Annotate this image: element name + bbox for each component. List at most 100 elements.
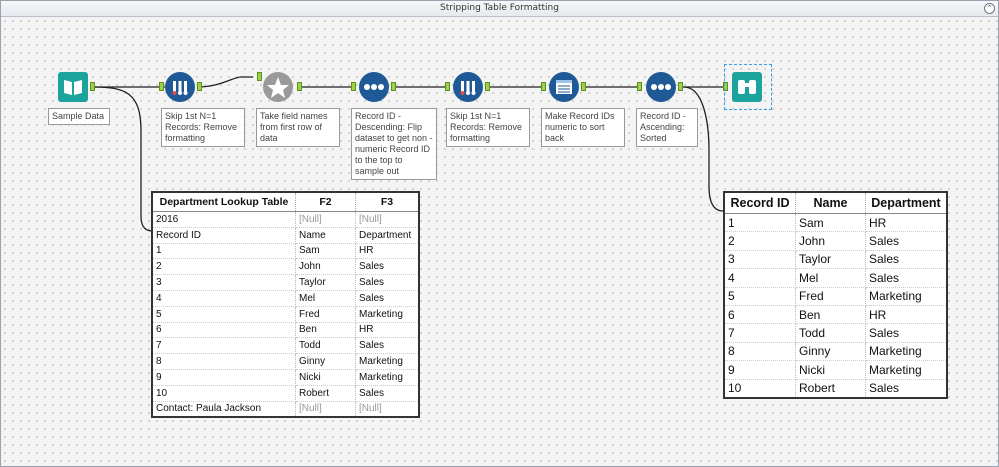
table-cell: Fred	[295, 306, 356, 323]
output-anchor[interactable]	[485, 82, 490, 91]
column-header: F2	[295, 192, 356, 212]
table-cell: Todd	[295, 337, 356, 355]
output-anchor[interactable]	[297, 82, 302, 91]
table-cell: 3	[724, 250, 796, 270]
column-header: F3	[355, 192, 420, 212]
table-cell: Sales	[355, 258, 420, 276]
table-cell: 9	[152, 369, 296, 386]
dynamic-rename-icon[interactable]	[263, 72, 293, 102]
table-cell: [Null]	[355, 211, 420, 228]
table-cell: 2016	[152, 211, 296, 228]
browse-tool-icon[interactable]	[732, 72, 762, 102]
table-cell: Sales	[355, 385, 420, 402]
input-anchor[interactable]	[257, 72, 262, 81]
sample-data-input-icon[interactable]	[58, 72, 88, 102]
table-cell: Sales	[865, 323, 948, 343]
collapse-icon[interactable]: ⌃	[984, 3, 995, 14]
table-cell: 10	[724, 379, 796, 399]
table-cell: Nicki	[295, 369, 356, 386]
table-cell: [Null]	[295, 401, 356, 418]
table-cell: 6	[724, 305, 796, 325]
table-cell: Sam	[795, 213, 866, 233]
column-header: Department	[865, 192, 948, 214]
table-cell: [Null]	[355, 401, 420, 418]
output-anchor[interactable]	[90, 82, 95, 91]
table-cell: Sam	[295, 243, 356, 260]
table-cell: Sales	[865, 231, 948, 251]
tool-annotation: Record ID - Ascending: Sorted	[636, 108, 698, 147]
table-cell: Marketing	[865, 360, 948, 380]
table-cell: 9	[724, 360, 796, 380]
table-cell: 2	[152, 258, 296, 276]
input-anchor[interactable]	[541, 82, 546, 91]
table-cell: Sales	[355, 274, 420, 291]
tool-annotation: Record ID - Descending: Flip dataset to …	[351, 108, 437, 180]
table-cell: 1	[724, 213, 796, 233]
table-cell: 7	[724, 323, 796, 343]
table-cell: Department	[355, 227, 420, 244]
table-cell: 1	[152, 243, 296, 260]
input-anchor[interactable]	[159, 82, 164, 91]
table-cell: Sales	[355, 337, 420, 355]
tool-annotation: Make Record IDs numeric to sort back	[541, 108, 625, 147]
table-cell: Taylor	[795, 250, 866, 270]
container-title-bar[interactable]: Stripping Table Formatting ⌃	[1, 1, 998, 17]
table-cell: HR	[865, 213, 948, 233]
table-cell: 5	[152, 306, 296, 323]
table-cell: Ben	[795, 305, 866, 325]
input-anchor[interactable]	[445, 82, 450, 91]
table-cell: 2	[724, 231, 796, 251]
table-cell: 10	[152, 385, 296, 402]
table-cell: 5	[724, 287, 796, 306]
sample-tool-icon[interactable]	[165, 72, 195, 102]
table-cell: HR	[865, 305, 948, 325]
table-cell: Marketing	[355, 306, 420, 323]
table-cell: Sales	[865, 250, 948, 270]
table-row: Contact: Paula Jackson[Null][Null]	[152, 401, 420, 418]
table-cell: 7	[152, 337, 296, 355]
output-anchor[interactable]	[391, 82, 396, 91]
sort-tool-icon[interactable]	[646, 72, 676, 102]
table-cell: John	[795, 231, 866, 251]
table-cell: Contact: Paula Jackson	[152, 401, 296, 418]
input-anchor[interactable]	[723, 82, 728, 91]
input-anchor[interactable]	[637, 82, 642, 91]
sort-tool-icon[interactable]	[359, 72, 389, 102]
output-anchor[interactable]	[581, 82, 586, 91]
table-cell: John	[295, 258, 356, 276]
table-cell: 4	[152, 290, 296, 307]
table-cell: Record ID	[152, 227, 296, 244]
column-header: Department Lookup Table	[152, 192, 296, 212]
input-anchor[interactable]	[351, 82, 356, 91]
tool-annotation: Skip 1st N=1 Records: Remove formatting	[161, 108, 245, 147]
select-tool-icon[interactable]	[549, 72, 579, 102]
table-cell: Nicki	[795, 360, 866, 380]
table-cell: Todd	[795, 323, 866, 343]
sample-tool-icon[interactable]	[453, 72, 483, 102]
table-cell: Name	[295, 227, 356, 244]
table-cell: 8	[152, 353, 296, 370]
table-cell: HR	[355, 243, 420, 260]
table-cell: HR	[355, 322, 420, 339]
output-anchor[interactable]	[678, 82, 683, 91]
table-cell: 8	[724, 342, 796, 362]
output-anchor[interactable]	[197, 82, 202, 91]
